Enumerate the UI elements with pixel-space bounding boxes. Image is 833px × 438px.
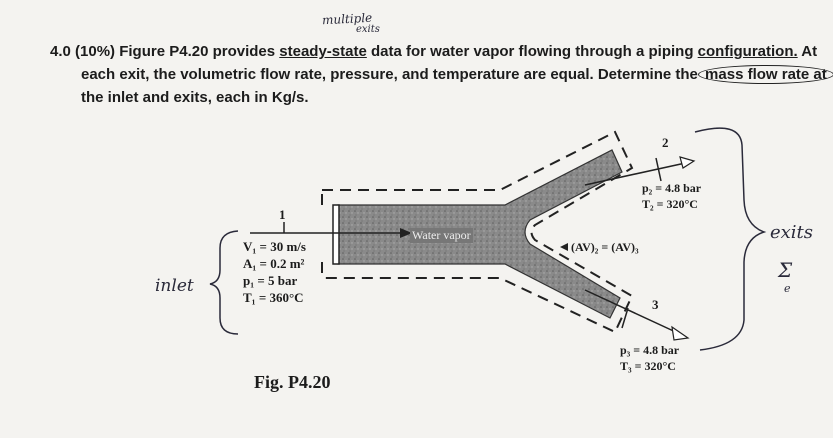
problem-line-2: each exit, the volumetric flow rate, pre… [50, 63, 833, 86]
handwritten-inlet-label: inlet [155, 276, 194, 296]
inlet-brace [209, 230, 239, 335]
exit2-pressure: p₂ = 4.8 bar [642, 181, 702, 195]
problem-line-3: the inlet and exits, each in Kg/s. [81, 89, 309, 106]
exit-flow-relation: (AV)₂ = (AV)₃ [571, 240, 639, 254]
inlet-arrow-head [400, 228, 412, 238]
exit2-station-mark [655, 157, 662, 182]
problem-text: data for water vapor flowing through a p… [366, 43, 698, 60]
underlined-configuration: configuration. [697, 43, 798, 60]
water-vapor-label: Water vapor [410, 228, 473, 243]
problem-text: each exit, the volumetric flow rate, pre… [81, 66, 703, 83]
problem-text: Figure P4.20 provides [119, 43, 280, 60]
station-1-label: 1 [279, 207, 286, 222]
station-2-label: 2 [662, 135, 669, 150]
exit2-temperature: T₂ = 320°C [642, 197, 698, 211]
exits-bracket [694, 127, 767, 351]
circled-mass-flow-rate: mass flow rate at [698, 65, 833, 84]
exit3-data: p₃ = 4.8 bar T₃ = 320°C [620, 342, 679, 374]
inlet-data: V₁ = 30 m/s A₁ = 0.2 m² p₁ = 5 bar T₁ = … [243, 238, 306, 306]
figure-caption: Fig. P4.20 [254, 372, 331, 392]
exit2-arrow-head [679, 156, 696, 169]
problem-text: At [797, 43, 818, 60]
inlet-end [332, 204, 340, 265]
control-volume-boundary [321, 130, 634, 334]
exit3-flow-arrow [584, 289, 681, 335]
handwritten-sum-index: e [784, 282, 791, 295]
pipe-body [337, 149, 623, 319]
station-3-label: 3 [652, 297, 659, 312]
exit3-temperature: T₃ = 320°C [620, 359, 676, 373]
inlet-pressure: p₁ = 5 bar [243, 273, 298, 288]
relation-pointer [560, 243, 568, 251]
underlined-steady-state: steady-state [279, 43, 367, 60]
problem-weight: (10%) [75, 43, 116, 60]
problem-line-1: 4.0 (10%) Figure P4.20 provides steady-s… [50, 40, 817, 63]
exit2-data: p₂ = 4.8 bar T₂ = 320°C [642, 180, 701, 212]
inlet-temperature: T₁ = 360°C [243, 290, 304, 305]
exit3-pressure: p₃ = 4.8 bar [620, 343, 680, 357]
exit3-station-mark [621, 307, 629, 329]
problem-number: 4.0 [50, 43, 71, 60]
inlet-velocity: V₁ = 30 m/s [243, 239, 306, 254]
handwritten-exits-label: exits [770, 222, 814, 243]
exit2-flow-arrow [584, 161, 691, 186]
exit3-arrow-head [671, 325, 690, 341]
inlet-area: A₁ = 0.2 m² [243, 256, 305, 271]
handwritten-sum-symbol: Σ [778, 258, 793, 282]
handwritten-exits-note: exits [356, 24, 380, 35]
problem-statement: 4.0 (10%) Figure P4.20 provides steady-s… [50, 40, 833, 109]
